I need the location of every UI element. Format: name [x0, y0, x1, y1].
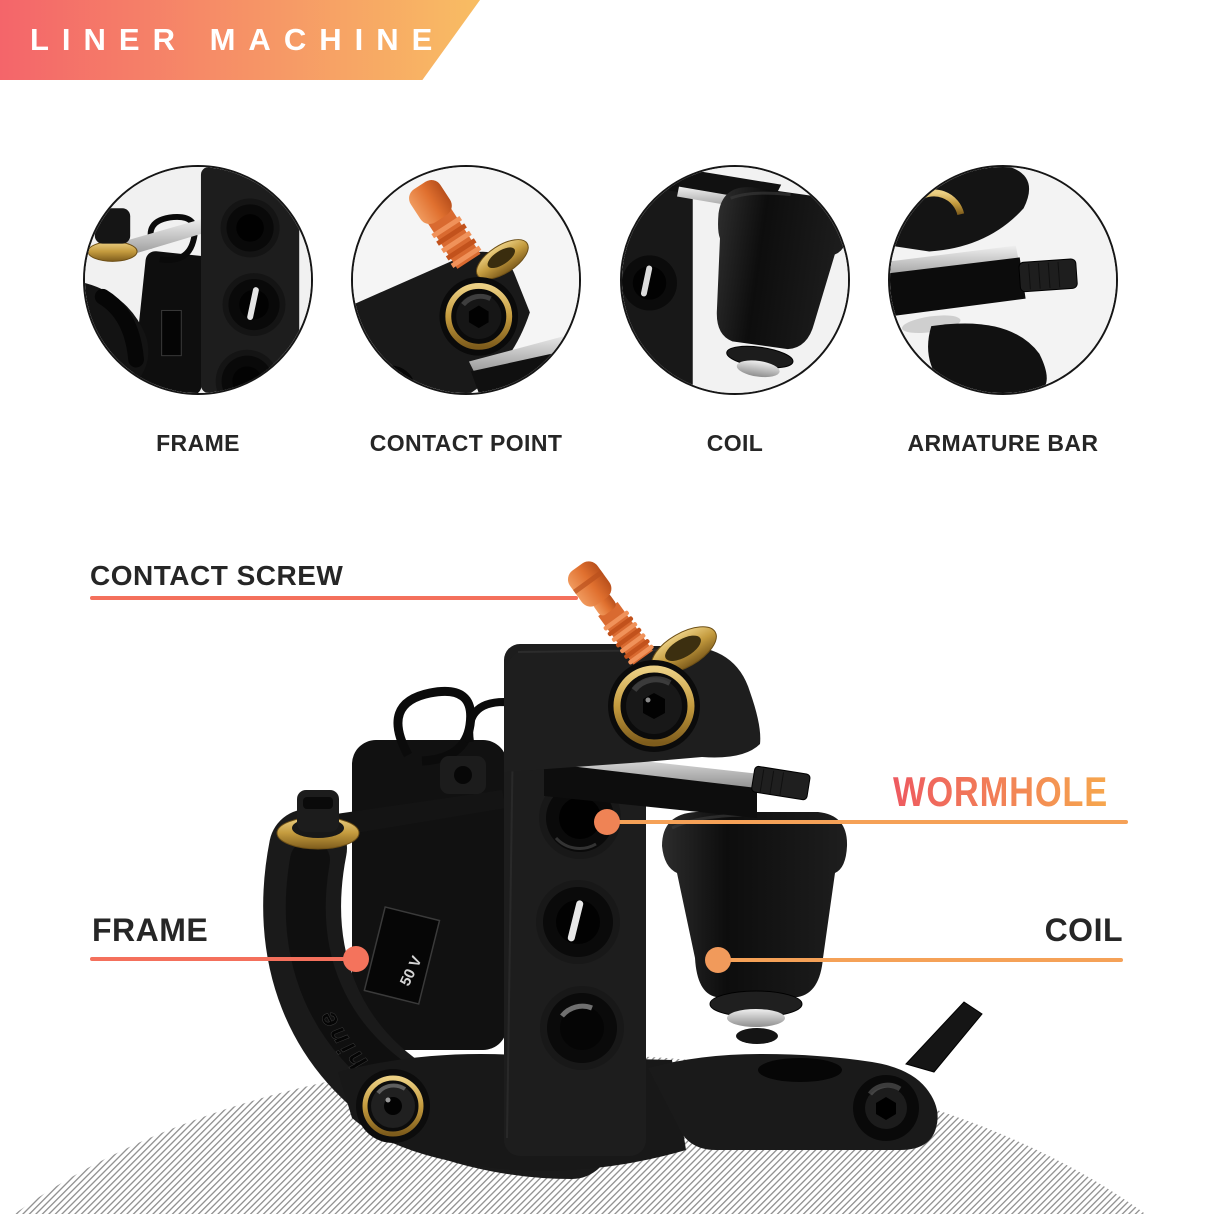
callout-label-frame: FRAME: [92, 912, 209, 948]
detail-label-contact-point: CONTACT POINT: [369, 430, 563, 456]
top-arm-screw: [608, 660, 700, 752]
callout-dot-frame: [343, 946, 369, 972]
detail-circle-contact-point: [351, 165, 581, 395]
callout-dot-coil: [705, 947, 731, 973]
callout-line-contact-screw: [90, 596, 578, 600]
column-hole-bottom: [540, 986, 624, 1070]
coil: [662, 812, 848, 997]
detail-circle-frame: [83, 165, 313, 395]
callout-label-coil: COIL: [1044, 912, 1123, 948]
detail-circle-coil: [620, 165, 850, 395]
coil-closeup-photo: [622, 167, 848, 393]
rear-clamp: [648, 1001, 983, 1150]
coil-washer-stack: [709, 990, 803, 1044]
frame-closeup-photo: [85, 167, 311, 393]
callout-line-frame: [90, 957, 356, 961]
callout-label-contact-screw: CONTACT SCREW: [90, 560, 344, 591]
tattoo-machine: 50 V Tattoo machine: [263, 561, 983, 1179]
banner-title: LINER MACHINE: [30, 22, 446, 57]
front-spring-bar: [308, 790, 506, 840]
contact-point-closeup-photo: [353, 167, 579, 393]
detail-label-frame: FRAME: [156, 430, 240, 456]
callout-line-wormhole: [607, 820, 1128, 824]
armature-bar-stud: [751, 765, 811, 801]
detail-label-coil: COIL: [706, 430, 764, 456]
detail-circle-armature-bar: [888, 165, 1118, 395]
frame-grommet: [356, 1069, 430, 1143]
detail-label-armature-bar: ARMATURE BAR: [907, 430, 1099, 456]
front-binding-post: [276, 790, 360, 850]
callout-label-wormhole: WORMHOLE: [893, 768, 1109, 815]
contact-screw: [567, 561, 654, 665]
armature-bar-closeup-photo: [890, 167, 1116, 393]
callout-line-coil: [718, 958, 1123, 962]
front-spring-screw: [440, 756, 486, 794]
callout-dot-wormhole: [594, 809, 620, 835]
armature-bar: [544, 763, 757, 818]
column-hole-middle: [536, 880, 620, 964]
banner-ribbon: LINER MACHINE: [0, 0, 480, 80]
